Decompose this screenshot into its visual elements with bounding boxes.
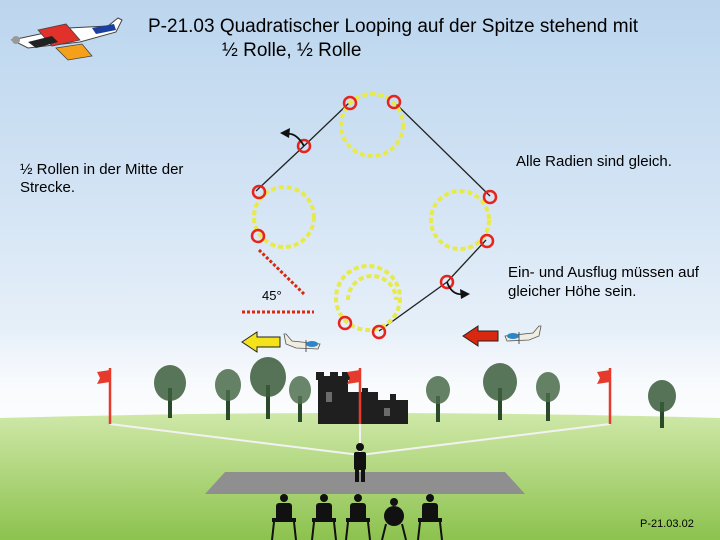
note-half-rolls: ½ Rollen in der Mitte der Strecke. xyxy=(20,161,184,196)
entry-arrow xyxy=(462,325,499,347)
angle-label: 45° xyxy=(262,288,282,303)
exit-arrow xyxy=(241,331,281,353)
runway xyxy=(205,472,525,494)
judge-icon xyxy=(271,494,443,540)
page-title: P-21.03 Quadratischer Looping auf der Sp… xyxy=(148,16,639,37)
model-aircraft-icon xyxy=(10,17,123,61)
page-subtitle: ½ Rolle, ½ Rolle xyxy=(222,40,362,61)
pilot-icon xyxy=(354,443,366,482)
figure-code: P-21.03.02 xyxy=(640,518,694,530)
tree-icon xyxy=(154,357,676,428)
note-radii: Alle Radien sind gleich. xyxy=(516,153,672,170)
segment-markers xyxy=(250,94,498,340)
dive-line xyxy=(257,248,306,296)
model-aircraft-icon xyxy=(283,325,542,352)
note-entry-exit: Ein- und Ausflug müssen auf gleicher Höh… xyxy=(508,264,699,300)
flight-path xyxy=(255,101,491,332)
castle-icon xyxy=(316,372,408,424)
flag-icon xyxy=(97,368,612,424)
loop-segments xyxy=(252,92,491,332)
